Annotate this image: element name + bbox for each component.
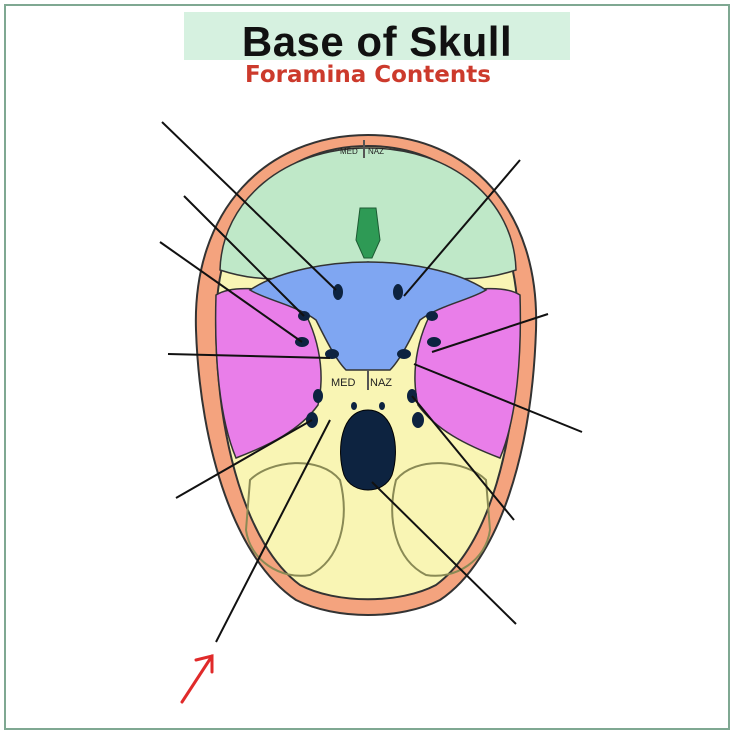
lateral-label-top: NAZ — [368, 147, 384, 156]
foramen-left-5 — [313, 389, 323, 403]
leader-line-11 — [371, 481, 517, 625]
leader-line-7 — [403, 159, 521, 297]
midline-label-top: MED — [340, 147, 358, 156]
title-highlight: Base of Skull — [184, 12, 570, 65]
foramen-right-1 — [393, 284, 403, 300]
foramen-right-3 — [427, 337, 441, 347]
leader-line-9 — [413, 363, 583, 433]
foramen-left-1 — [333, 284, 343, 300]
posterior-fossa-right — [391, 462, 492, 577]
page-subtitle: Foramina Contents — [245, 62, 491, 88]
foramen-right-6 — [412, 412, 424, 428]
leader-line-2 — [183, 195, 305, 317]
foramen-right-4 — [397, 349, 411, 359]
page-title: Base of Skull — [241, 18, 513, 65]
diagram-frame — [4, 4, 730, 730]
foramen-left-4 — [325, 349, 339, 359]
posterior-fossa-left — [244, 462, 345, 577]
leader-line-10 — [411, 395, 515, 521]
leader-line-4 — [167, 353, 331, 359]
midline-label-center: MED — [331, 377, 356, 389]
cribriform-plate — [355, 207, 381, 259]
pointer-arrow — [180, 654, 214, 704]
sphenoid-region — [248, 261, 488, 371]
foramen-right-7 — [379, 402, 385, 410]
leader-line-1 — [161, 121, 337, 291]
foramen-left-7 — [351, 402, 357, 410]
leader-lines — [159, 121, 583, 643]
foramen-right-2 — [426, 311, 438, 321]
leader-line-6 — [215, 419, 331, 643]
leader-line-8 — [431, 313, 549, 353]
foramen-magnum — [340, 409, 396, 491]
leader-line-3 — [159, 241, 303, 343]
lateral-label-center: NAZ — [370, 377, 392, 389]
leader-line-5 — [175, 419, 313, 499]
